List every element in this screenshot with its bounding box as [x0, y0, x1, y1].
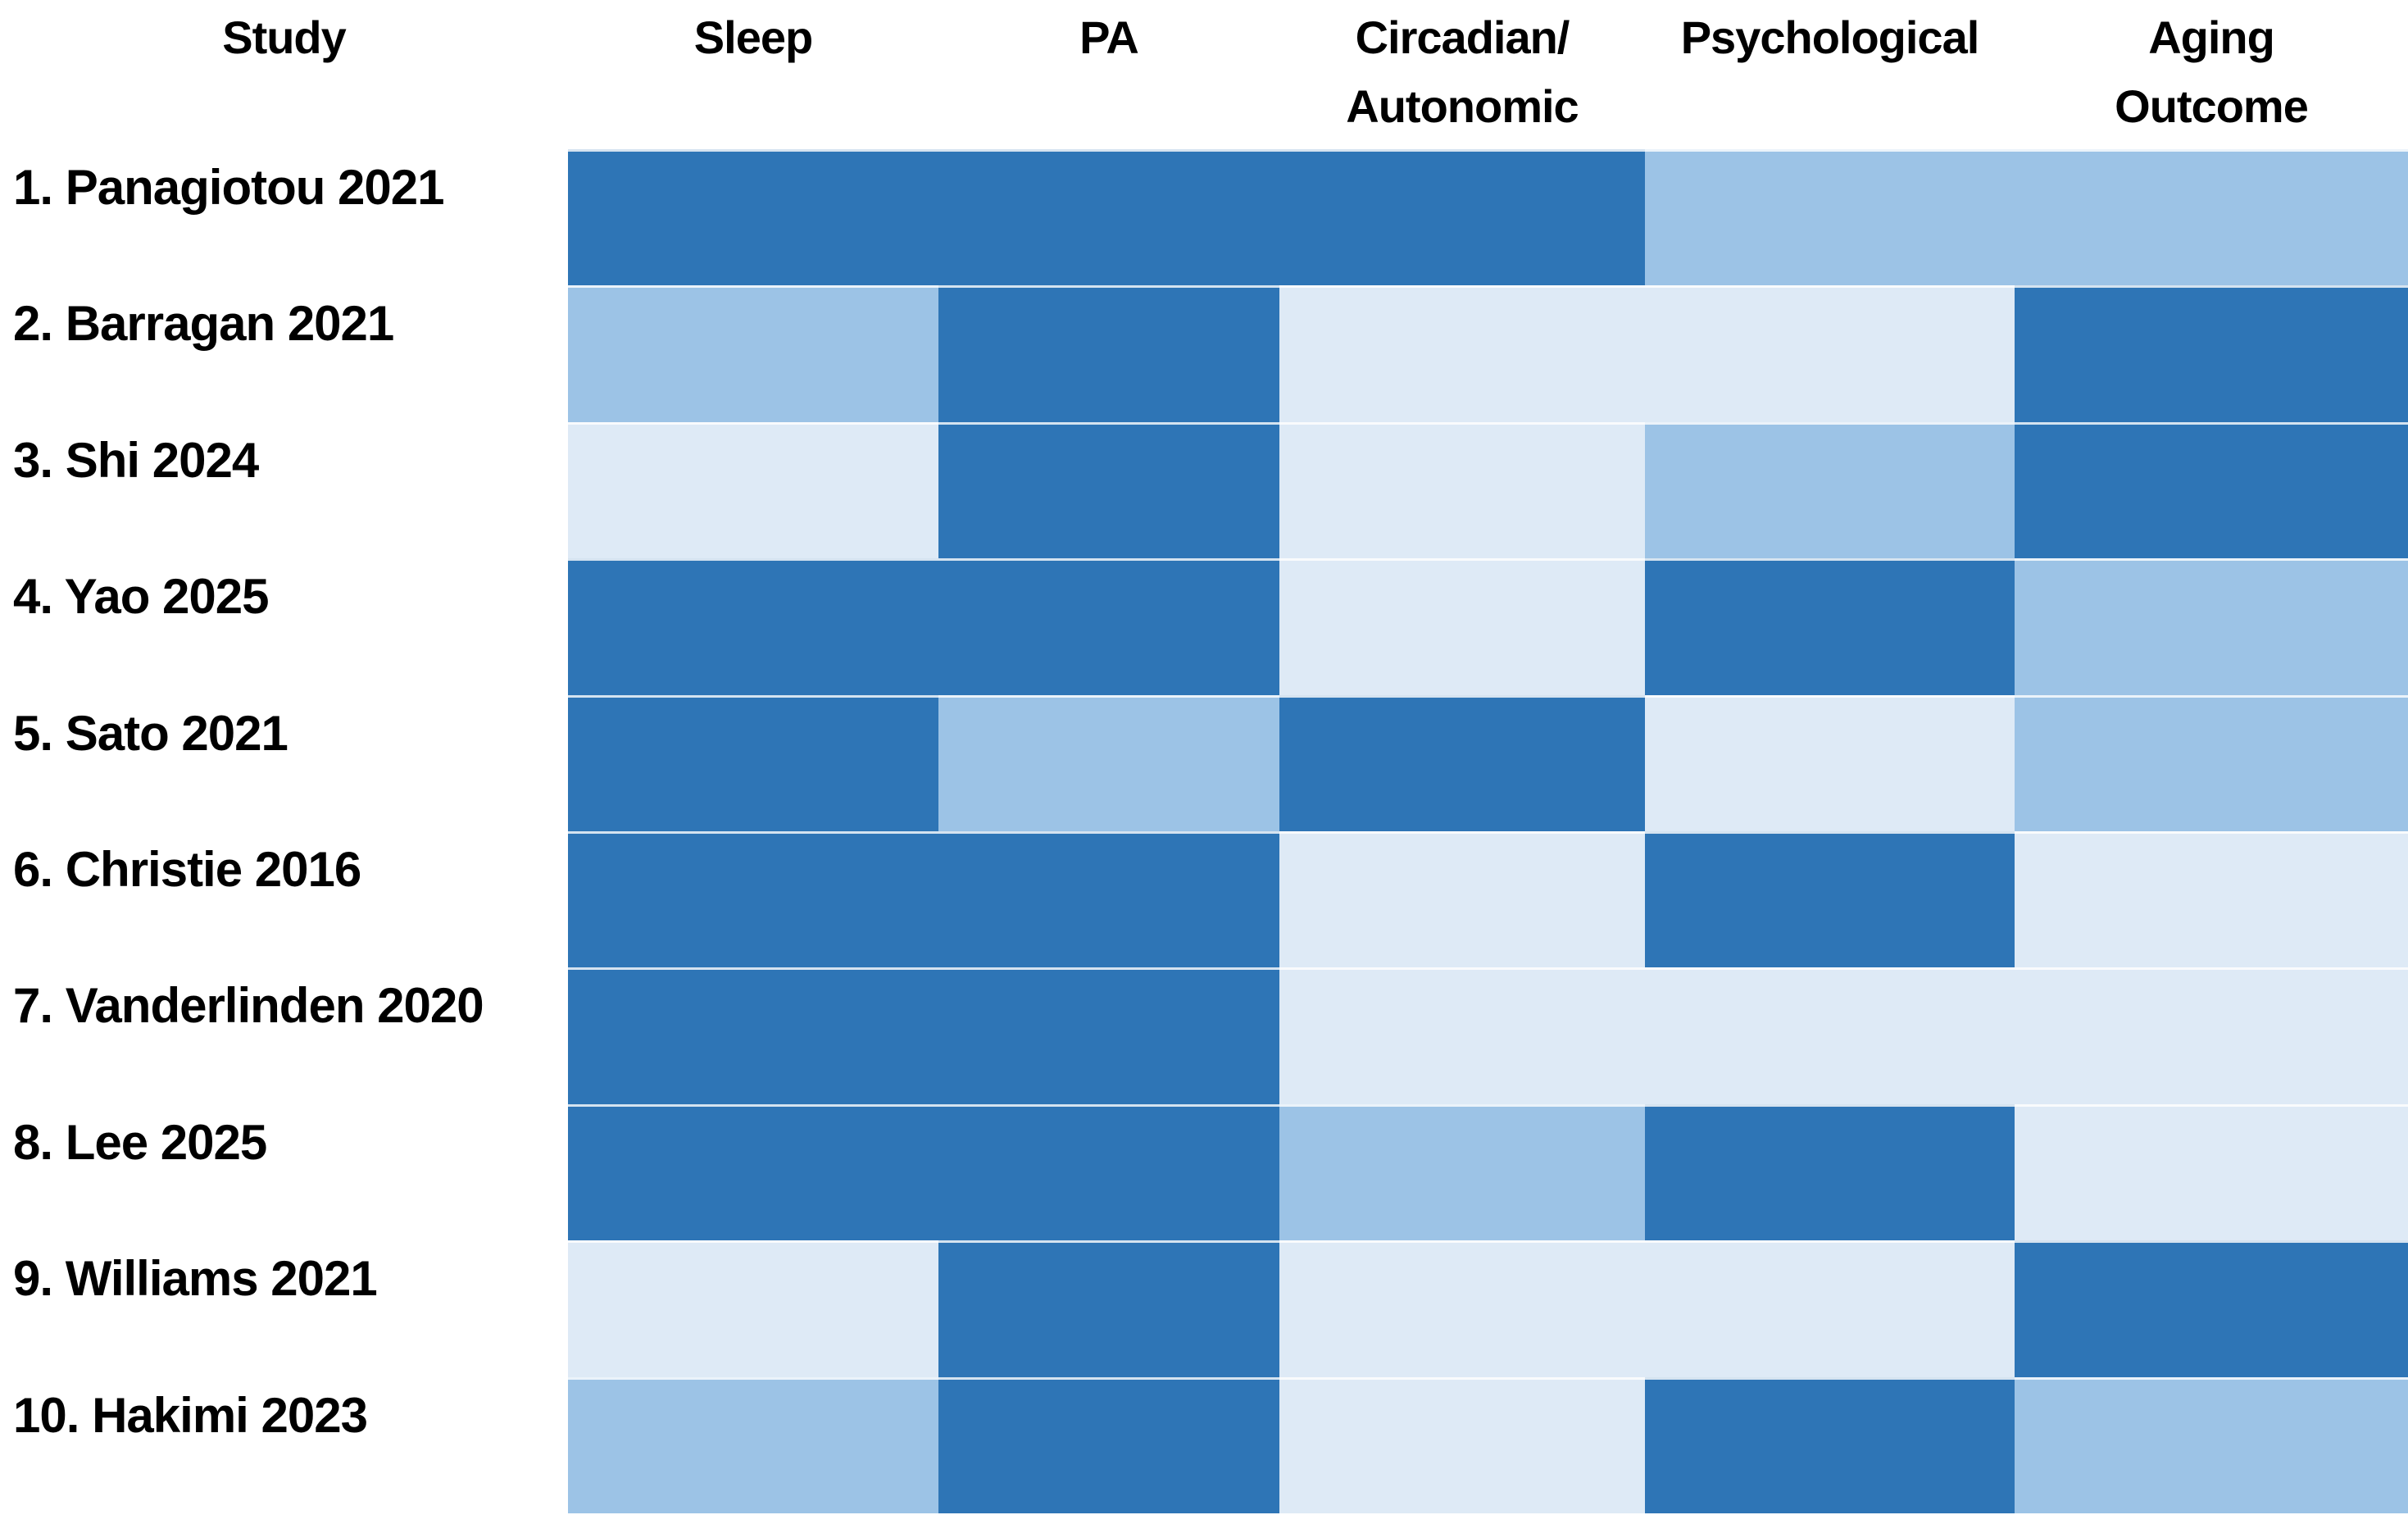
- heatmap-cell-r2-c5: [2015, 285, 2408, 422]
- heatmap-cell-r8-c3: [1279, 1103, 1645, 1241]
- column-header-psychological: Psychological: [1645, 0, 2015, 149]
- heatmap-cell-r8-c2: [938, 1103, 1279, 1241]
- column-header-line: PA: [1079, 11, 1139, 63]
- column-header-circadian-autonomic: Circadian/ Autonomic: [1279, 0, 1645, 149]
- heatmap-cell-r5-c3: [1279, 694, 1645, 831]
- row-label-study-2: 2. Barragan 2021: [0, 285, 568, 422]
- heatmap-cell-r3-c2: [938, 421, 1279, 559]
- heatmap-cell-r9-c1: [568, 1240, 938, 1377]
- heatmap-cell-r1-c3: [1279, 149, 1645, 286]
- heatmap-cell-r10-c1: [568, 1376, 938, 1513]
- heatmap-cell-r3-c3: [1279, 421, 1645, 559]
- row-label-study-5: 5. Sato 2021: [0, 694, 568, 831]
- row-label-study-4: 4. Yao 2025: [0, 558, 568, 695]
- heatmap-cell-r2-c4: [1645, 285, 2015, 422]
- row-label-study-1: 1. Panagiotou 2021: [0, 149, 568, 286]
- heatmap-cell-r5-c2: [938, 694, 1279, 831]
- heatmap-cell-r1-c1: [568, 149, 938, 286]
- row-label-study-8: 8. Lee 2025: [0, 1103, 568, 1241]
- heatmap-cell-r2-c2: [938, 285, 1279, 422]
- heatmap-cell-r7-c3: [1279, 967, 1645, 1104]
- heatmap-cell-r7-c5: [2015, 967, 2408, 1104]
- column-header-pa: PA: [938, 0, 1279, 149]
- column-header-line: Aging: [2148, 11, 2275, 63]
- heatmap-cell-r7-c4: [1645, 967, 2015, 1104]
- heatmap-cell-r3-c1: [568, 421, 938, 559]
- heatmap-cell-r2-c1: [568, 285, 938, 422]
- heatmap-cell-r6-c4: [1645, 830, 2015, 968]
- column-header-aging-outcome: Aging Outcome: [2015, 0, 2408, 149]
- heatmap-cell-r8-c5: [2015, 1103, 2408, 1241]
- heatmap-cell-r5-c1: [568, 694, 938, 831]
- heatmap-cell-r4-c2: [938, 558, 1279, 695]
- row-label-study-6: 6. Christie 2016: [0, 830, 568, 968]
- heatmap-cell-r10-c4: [1645, 1376, 2015, 1513]
- column-header-line: Sleep: [693, 11, 813, 63]
- heatmap-cell-r2-c3: [1279, 285, 1645, 422]
- heatmap-cell-r9-c3: [1279, 1240, 1645, 1377]
- column-header-line: Outcome: [2115, 80, 2309, 132]
- heatmap-cell-r4-c3: [1279, 558, 1645, 695]
- heatmap-cell-r1-c5: [2015, 149, 2408, 286]
- row-label-study-7: 7. Vanderlinden 2020: [0, 967, 568, 1104]
- heatmap-cell-r6-c2: [938, 830, 1279, 968]
- heatmap-cell-r8-c1: [568, 1103, 938, 1241]
- heatmap-cell-r6-c1: [568, 830, 938, 968]
- column-header-study: Study: [0, 0, 568, 149]
- heatmap-cell-r6-c5: [2015, 830, 2408, 968]
- heatmap-cell-r3-c5: [2015, 421, 2408, 559]
- heatmap-cell-r1-c4: [1645, 149, 2015, 286]
- row-label-study-10: 10. Hakimi 2023: [0, 1376, 568, 1513]
- heatmap-cell-r10-c5: [2015, 1376, 2408, 1513]
- heatmap-cell-r5-c4: [1645, 694, 2015, 831]
- heatmap-cell-r9-c2: [938, 1240, 1279, 1377]
- row-label-study-3: 3. Shi 2024: [0, 421, 568, 559]
- row-label-study-9: 9. Williams 2021: [0, 1240, 568, 1377]
- heatmap-cell-r9-c5: [2015, 1240, 2408, 1377]
- heatmap-cell-r9-c4: [1645, 1240, 2015, 1377]
- heatmap-cell-r4-c1: [568, 558, 938, 695]
- heatmap-cell-r7-c2: [938, 967, 1279, 1104]
- heatmap-cell-r1-c2: [938, 149, 1279, 286]
- column-header-line: Study: [222, 11, 347, 63]
- heatmap-cell-r4-c5: [2015, 558, 2408, 695]
- heatmap-cell-r7-c1: [568, 967, 938, 1104]
- heatmap-cell-r5-c5: [2015, 694, 2408, 831]
- heatmap-cell-r6-c3: [1279, 830, 1645, 968]
- column-header-sleep: Sleep: [568, 0, 938, 149]
- column-header-line: Autonomic: [1346, 80, 1579, 132]
- column-header-line: Psychological: [1680, 11, 1980, 63]
- heatmap-cell-r8-c4: [1645, 1103, 2015, 1241]
- heatmap-cell-r4-c4: [1645, 558, 2015, 695]
- heatmap-cell-r3-c4: [1645, 421, 2015, 559]
- heatmap-cell-r10-c2: [938, 1376, 1279, 1513]
- column-header-line: Circadian/: [1355, 11, 1570, 63]
- heatmap-cell-r10-c3: [1279, 1376, 1645, 1513]
